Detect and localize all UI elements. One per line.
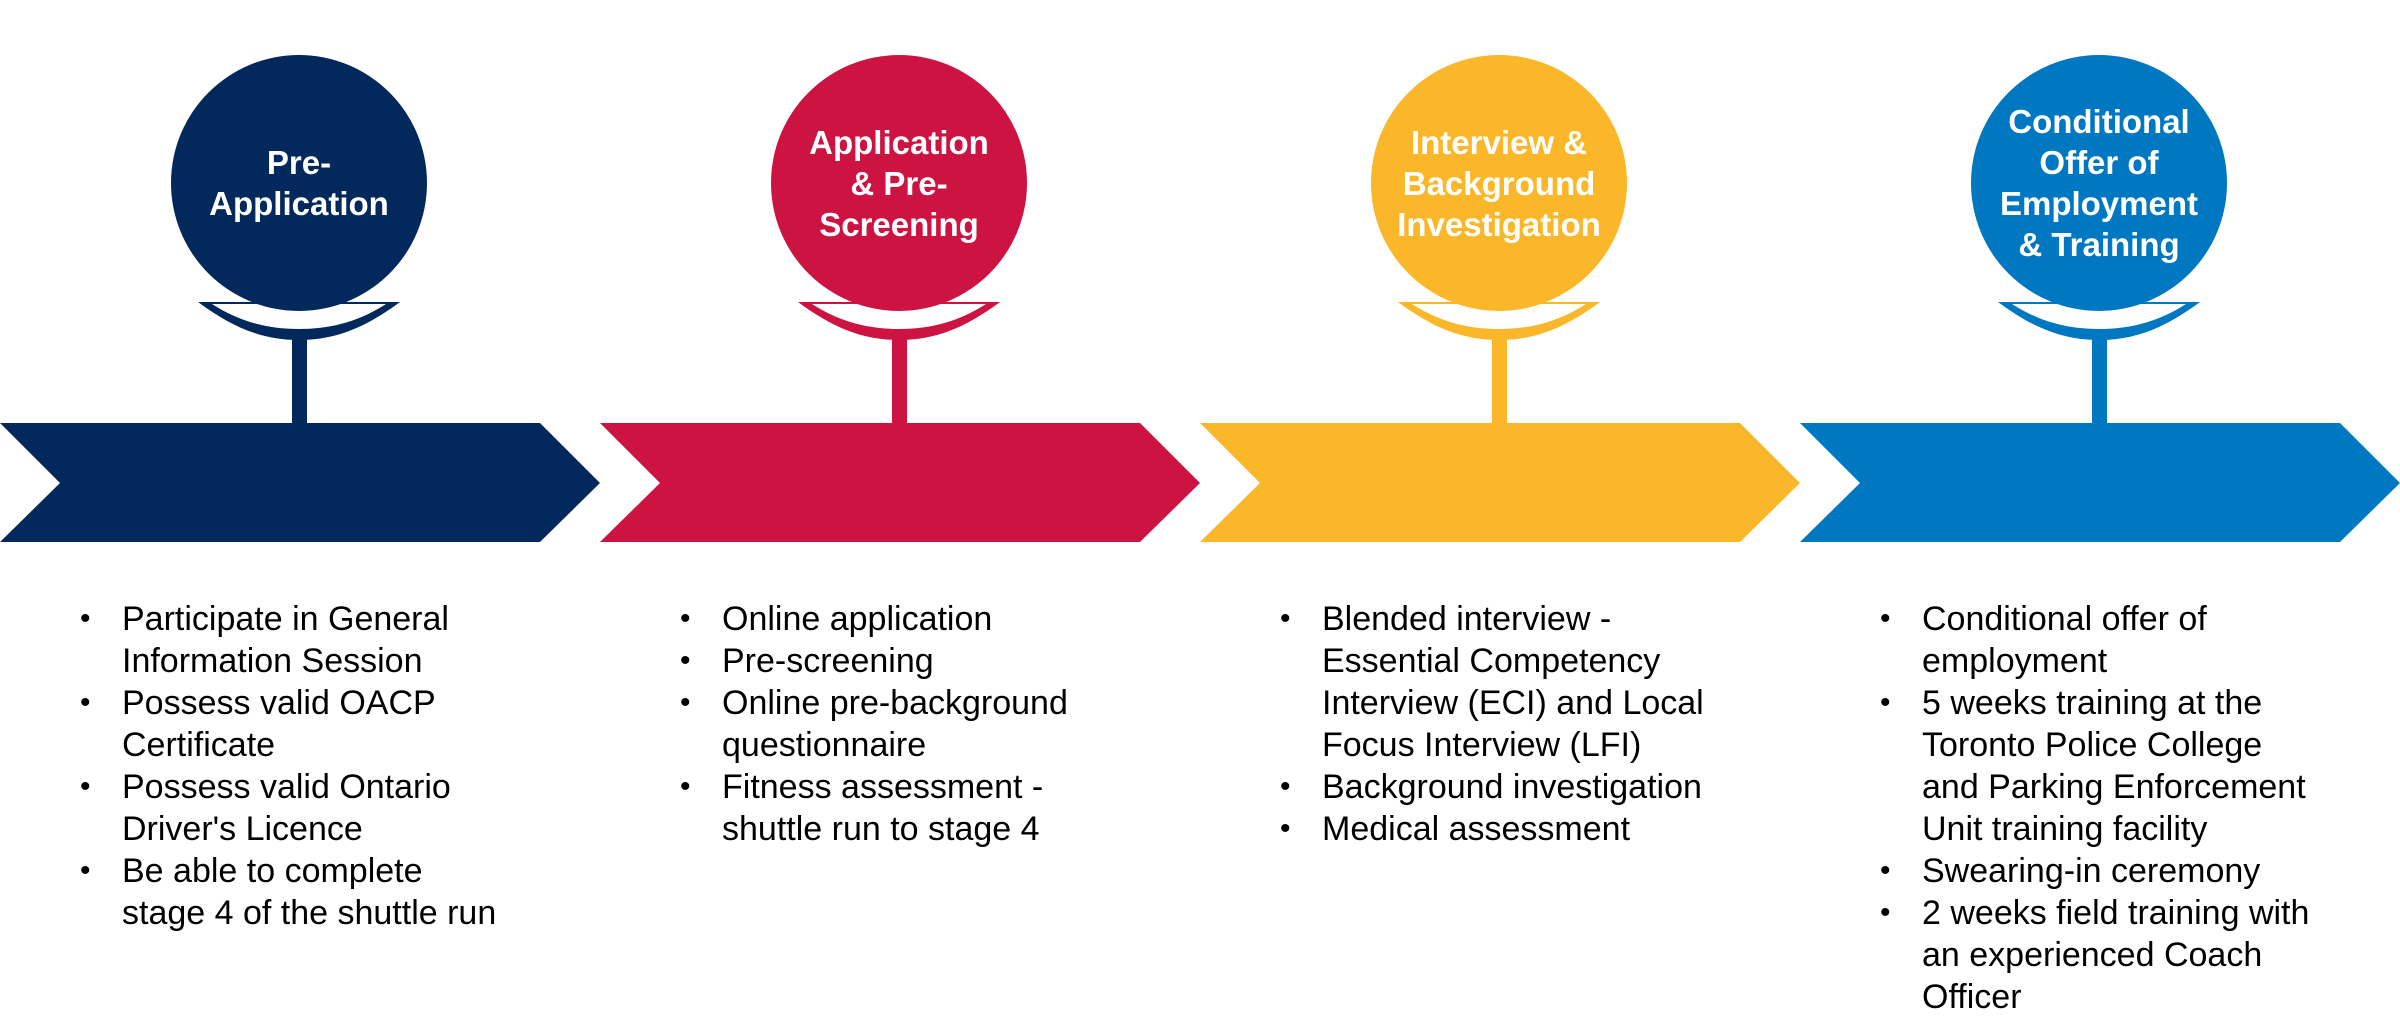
stage-arrow bbox=[1200, 302, 1800, 542]
stage-cup bbox=[798, 302, 1000, 340]
stage-arrow bbox=[600, 302, 1200, 542]
stage-circle: Pre- Application bbox=[171, 55, 427, 311]
stage-4: Conditional Offer of Employment & Traini… bbox=[1800, 0, 2400, 1027]
list-item: Medical assessment bbox=[1280, 808, 1704, 850]
stage-bullet-list: Online applicationPre-screeningOnline pr… bbox=[680, 598, 1068, 850]
stage-2: Application & Pre- ScreeningOnline appli… bbox=[600, 0, 1200, 1027]
stage-arrow bbox=[0, 302, 600, 542]
list-item: Pre-screening bbox=[680, 640, 1068, 682]
stage-circle: Interview & Background Investigation bbox=[1371, 55, 1627, 311]
stage-title: Interview & Background Investigation bbox=[1397, 123, 1601, 243]
stage-stem bbox=[292, 336, 307, 424]
stage-arrow bbox=[1800, 302, 2400, 542]
stage-circle: Conditional Offer of Employment & Traini… bbox=[1971, 55, 2227, 311]
stage-title: Conditional Offer of Employment & Traini… bbox=[1999, 103, 2199, 263]
stage-cup bbox=[1998, 302, 2200, 340]
stage-circle: Application & Pre- Screening bbox=[771, 55, 1027, 311]
stage-stem bbox=[2092, 336, 2107, 424]
stage-bullet-list: Conditional offer ofemployment5 weeks tr… bbox=[1880, 598, 2309, 1018]
stage-arrow-shape bbox=[600, 423, 1200, 542]
list-item: Blended interview -Essential CompetencyI… bbox=[1280, 598, 1704, 766]
stage-arrow-shape bbox=[1800, 423, 2400, 542]
stage-cup bbox=[198, 302, 400, 340]
stage-arrow-shape bbox=[1200, 423, 1800, 542]
stage-3: Interview & Background InvestigationBlen… bbox=[1200, 0, 1800, 1027]
list-item: Swearing-in ceremony bbox=[1880, 850, 2309, 892]
stage-title: Application & Pre- Screening bbox=[809, 123, 989, 243]
stage-stem bbox=[892, 336, 907, 424]
stage-cup bbox=[1398, 302, 1600, 340]
stage-arrow-shape bbox=[0, 423, 600, 542]
stage-1: Pre- ApplicationParticipate in GeneralIn… bbox=[0, 0, 600, 1027]
list-item: Background investigation bbox=[1280, 766, 1704, 808]
list-item: Fitness assessment -shuttle run to stage… bbox=[680, 766, 1068, 850]
stage-stem bbox=[1492, 336, 1507, 424]
stage-title: Pre- Application bbox=[209, 144, 389, 222]
list-item: Online application bbox=[680, 598, 1068, 640]
stage-bullet-list: Blended interview -Essential CompetencyI… bbox=[1280, 598, 1704, 850]
